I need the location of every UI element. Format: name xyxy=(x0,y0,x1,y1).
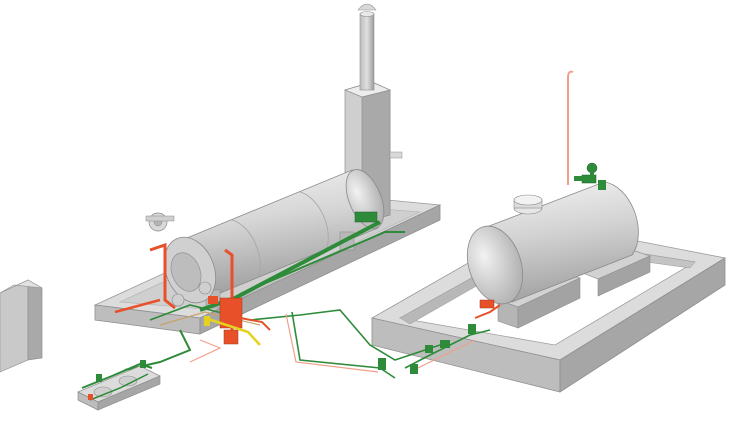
storage-tank xyxy=(466,70,639,309)
electrical-cabinet xyxy=(0,279,43,373)
pump-skid xyxy=(77,360,161,411)
burner-assembly xyxy=(145,212,217,307)
interconnecting-piping xyxy=(114,211,501,379)
